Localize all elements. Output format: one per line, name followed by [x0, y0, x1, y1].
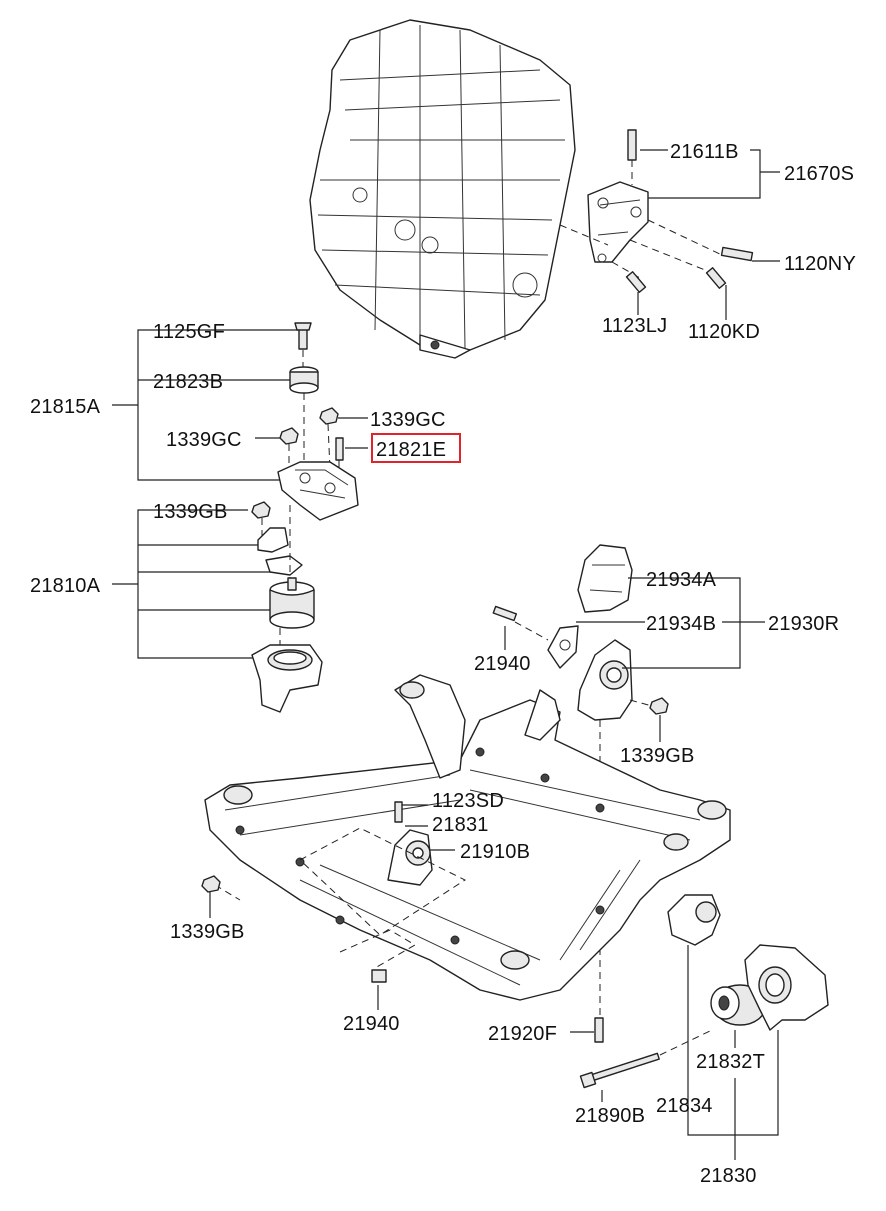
- bolt-icon: [594, 1017, 604, 1043]
- bolt-icon: [335, 437, 344, 461]
- label-1120NY: 1120NY: [784, 253, 856, 275]
- label-1339GB-mid: 1339GB: [620, 745, 695, 767]
- label-21834: 21834: [656, 1095, 713, 1117]
- crossmember-subframe-icon: [204, 674, 731, 1001]
- label-21831: 21831: [432, 814, 489, 836]
- rubber-mount-icon: [289, 366, 319, 394]
- nut-icon: [279, 407, 339, 445]
- bolt-icon: [394, 801, 403, 823]
- label-21830: 21830: [700, 1165, 757, 1187]
- label-21670S: 21670S: [784, 163, 854, 185]
- bolt-icon: [625, 246, 754, 293]
- nut-icon: [201, 875, 221, 893]
- engine-block-icon: [309, 19, 576, 359]
- nut-icon: [251, 501, 271, 519]
- label-1339GC-right: 1339GC: [370, 409, 446, 431]
- bolt-icon: [371, 969, 387, 983]
- mounting-bracket-icon: [587, 129, 649, 263]
- label-1125GF: 1125GF: [153, 321, 225, 343]
- label-21934B: 21934B: [646, 613, 716, 635]
- label-1339GB-top: 1339GB: [153, 501, 228, 523]
- label-21940-top: 21940: [474, 653, 531, 675]
- rubber-mount-icon: [387, 829, 433, 886]
- label-21823B: 21823B: [153, 371, 223, 393]
- label-21910B: 21910B: [460, 841, 530, 863]
- rubber-mount-icon: [710, 984, 767, 1026]
- label-21890B: 21890B: [575, 1105, 645, 1127]
- bolt-icon: [492, 605, 518, 622]
- mounting-bracket-icon: [251, 644, 323, 713]
- label-1120KD: 1120KD: [688, 321, 760, 343]
- label-1123LJ: 1123LJ: [602, 315, 667, 337]
- mounting-bracket-icon: [577, 544, 633, 613]
- rubber-mount-icon: [269, 577, 315, 629]
- bolt-icon: [579, 1052, 660, 1089]
- label-1339GB-left: 1339GB: [170, 921, 245, 943]
- label-21832T: 21832T: [696, 1051, 765, 1073]
- label-21920F: 21920F: [488, 1023, 557, 1045]
- nut-icon: [649, 697, 669, 715]
- label-21810A: 21810A: [30, 575, 101, 597]
- label-21821E: 21821E: [376, 439, 446, 461]
- mounting-bracket-icon: [667, 894, 721, 946]
- label-21815A: 21815A: [30, 396, 101, 418]
- mounting-bracket-icon: [257, 527, 303, 576]
- highlighted-part-box: [371, 433, 461, 463]
- label-21934A: 21934A: [646, 569, 717, 591]
- rubber-mount-icon: [577, 639, 633, 721]
- label-21611B: 21611B: [670, 141, 739, 163]
- mounting-bracket-icon: [277, 461, 359, 521]
- label-1123SD: 1123SD: [432, 790, 504, 812]
- label-1339GC-left: 1339GC: [166, 429, 242, 451]
- label-21940-bottom: 21940: [343, 1013, 400, 1035]
- label-21930R: 21930R: [768, 613, 839, 635]
- bolt-icon: [294, 322, 312, 350]
- rubber-mount-icon: [547, 625, 579, 669]
- mounting-bracket-icon: [744, 944, 829, 1031]
